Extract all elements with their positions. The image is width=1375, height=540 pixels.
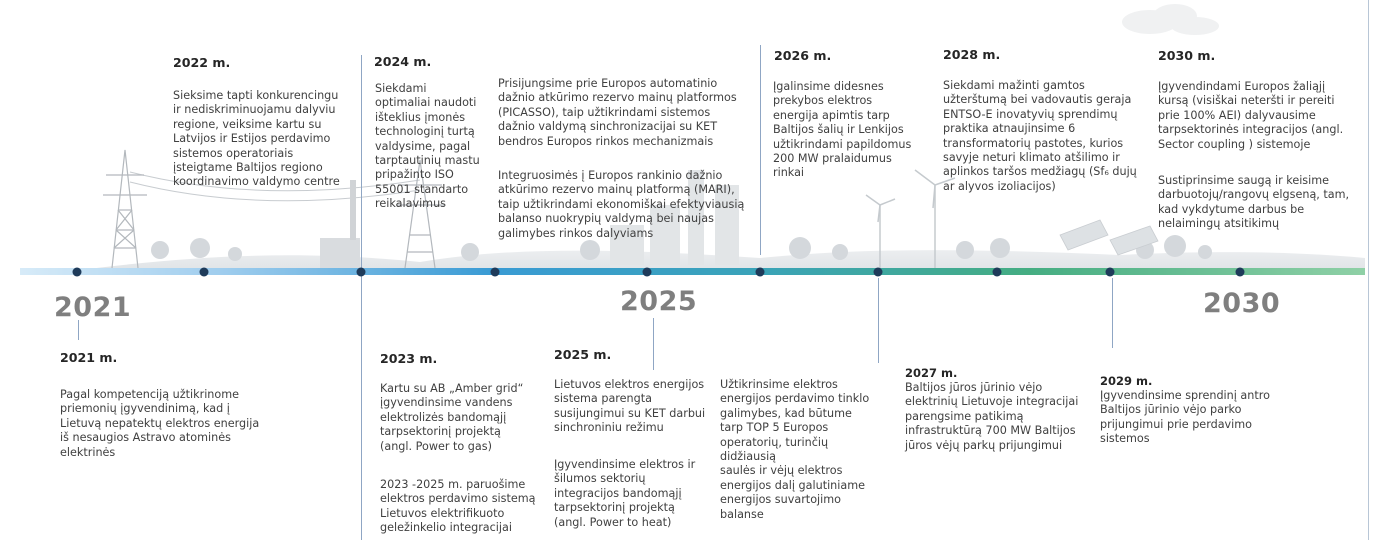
timeline-dot-2021 (72, 267, 82, 277)
milestone-2024-text: Siekdami optimaliai naudoti išteklius įm… (375, 82, 480, 211)
milestone-2023-title: 2023 m. (380, 351, 438, 366)
connector-2025 (653, 318, 654, 370)
milestone-2025-text-1: Lietuvos elektros energijos sistema pare… (554, 378, 706, 435)
milestone-2027-text: Baltijos jūros jūrinio vėjo elektrinių L… (905, 381, 1079, 452)
timeline-dot-2026 (755, 267, 765, 277)
milestone-2030-title: 2030 m. (1158, 48, 1216, 63)
milestone-2027-title: 2027 m. (905, 366, 958, 380)
milestone-2030-text-1: Įgyvendindami Europos žaliąjį kursą (vis… (1158, 80, 1344, 151)
timeline-dot-2023 (356, 267, 366, 277)
milestone-2022-text: Sieksime tapti konkurencingu ir nediskri… (173, 89, 340, 189)
milestone-picasso-text: Prisijungsime prie Europos automatinio d… (498, 77, 737, 148)
connector-2023 (361, 55, 362, 540)
milestone-2029-title: 2029 m. (1100, 374, 1153, 388)
milestone-2021-title: 2021 m. (60, 350, 118, 365)
milestone-2028-title: 2028 m. (943, 47, 1001, 62)
milestone-2024-title: 2024 m. (374, 54, 432, 69)
milestone-2021-text: Pagal kompetenciją užtikrinome priemonių… (60, 388, 260, 459)
timeline-dot-2024 (490, 267, 500, 277)
year-label-2030: 2030 (1203, 288, 1281, 319)
timeline-dot-2025 (642, 267, 652, 277)
milestone-2025-top5-text: Užtikrinsime elektros energijos perdavim… (720, 378, 870, 521)
milestone-2028-text: Siekdami mažinti gamtos užterštumą bei v… (943, 79, 1137, 193)
year-label-2021: 2021 (54, 292, 132, 323)
milestone-2025-title: 2025 m. (554, 347, 612, 362)
timeline-dot-2028 (992, 267, 1002, 277)
right-border (1368, 0, 1369, 540)
milestone-2029-text: Įgyvendinsime sprendinį antro Baltijos j… (1100, 389, 1270, 446)
milestone-2023-text-2: 2023 -2025 m. paruošime elektros perdavi… (380, 478, 536, 535)
timeline-dot-2030 (1235, 267, 1245, 277)
milestone-2026-text: Įgalinsime didesnes prekybos elektros en… (773, 80, 912, 180)
milestone-2025-text-2: Įgyvendinsime elektros ir šilumos sektor… (554, 458, 696, 529)
connector-2026 (760, 45, 761, 255)
milestone-2026-title: 2026 m. (774, 48, 832, 63)
timeline-dot-2022 (199, 267, 209, 277)
milestone-2030-text-2: Sustiprinsime saugą ir keisime darbuotoj… (1158, 174, 1350, 231)
connector-2021 (78, 320, 79, 340)
connector-2027 (878, 278, 879, 363)
timeline-dot-2027 (873, 267, 883, 277)
milestone-2023-text-1: Kartu su AB „Amber grid“ įgyvendinsime v… (380, 382, 524, 453)
milestone-2022-title: 2022 m. (173, 55, 231, 70)
milestone-mari-text: Integruosimės į Europos rankinio dažnio … (498, 169, 745, 240)
year-label-2025: 2025 (620, 286, 698, 317)
timeline-dot-2029 (1105, 267, 1115, 277)
connector-2029 (1112, 278, 1113, 348)
